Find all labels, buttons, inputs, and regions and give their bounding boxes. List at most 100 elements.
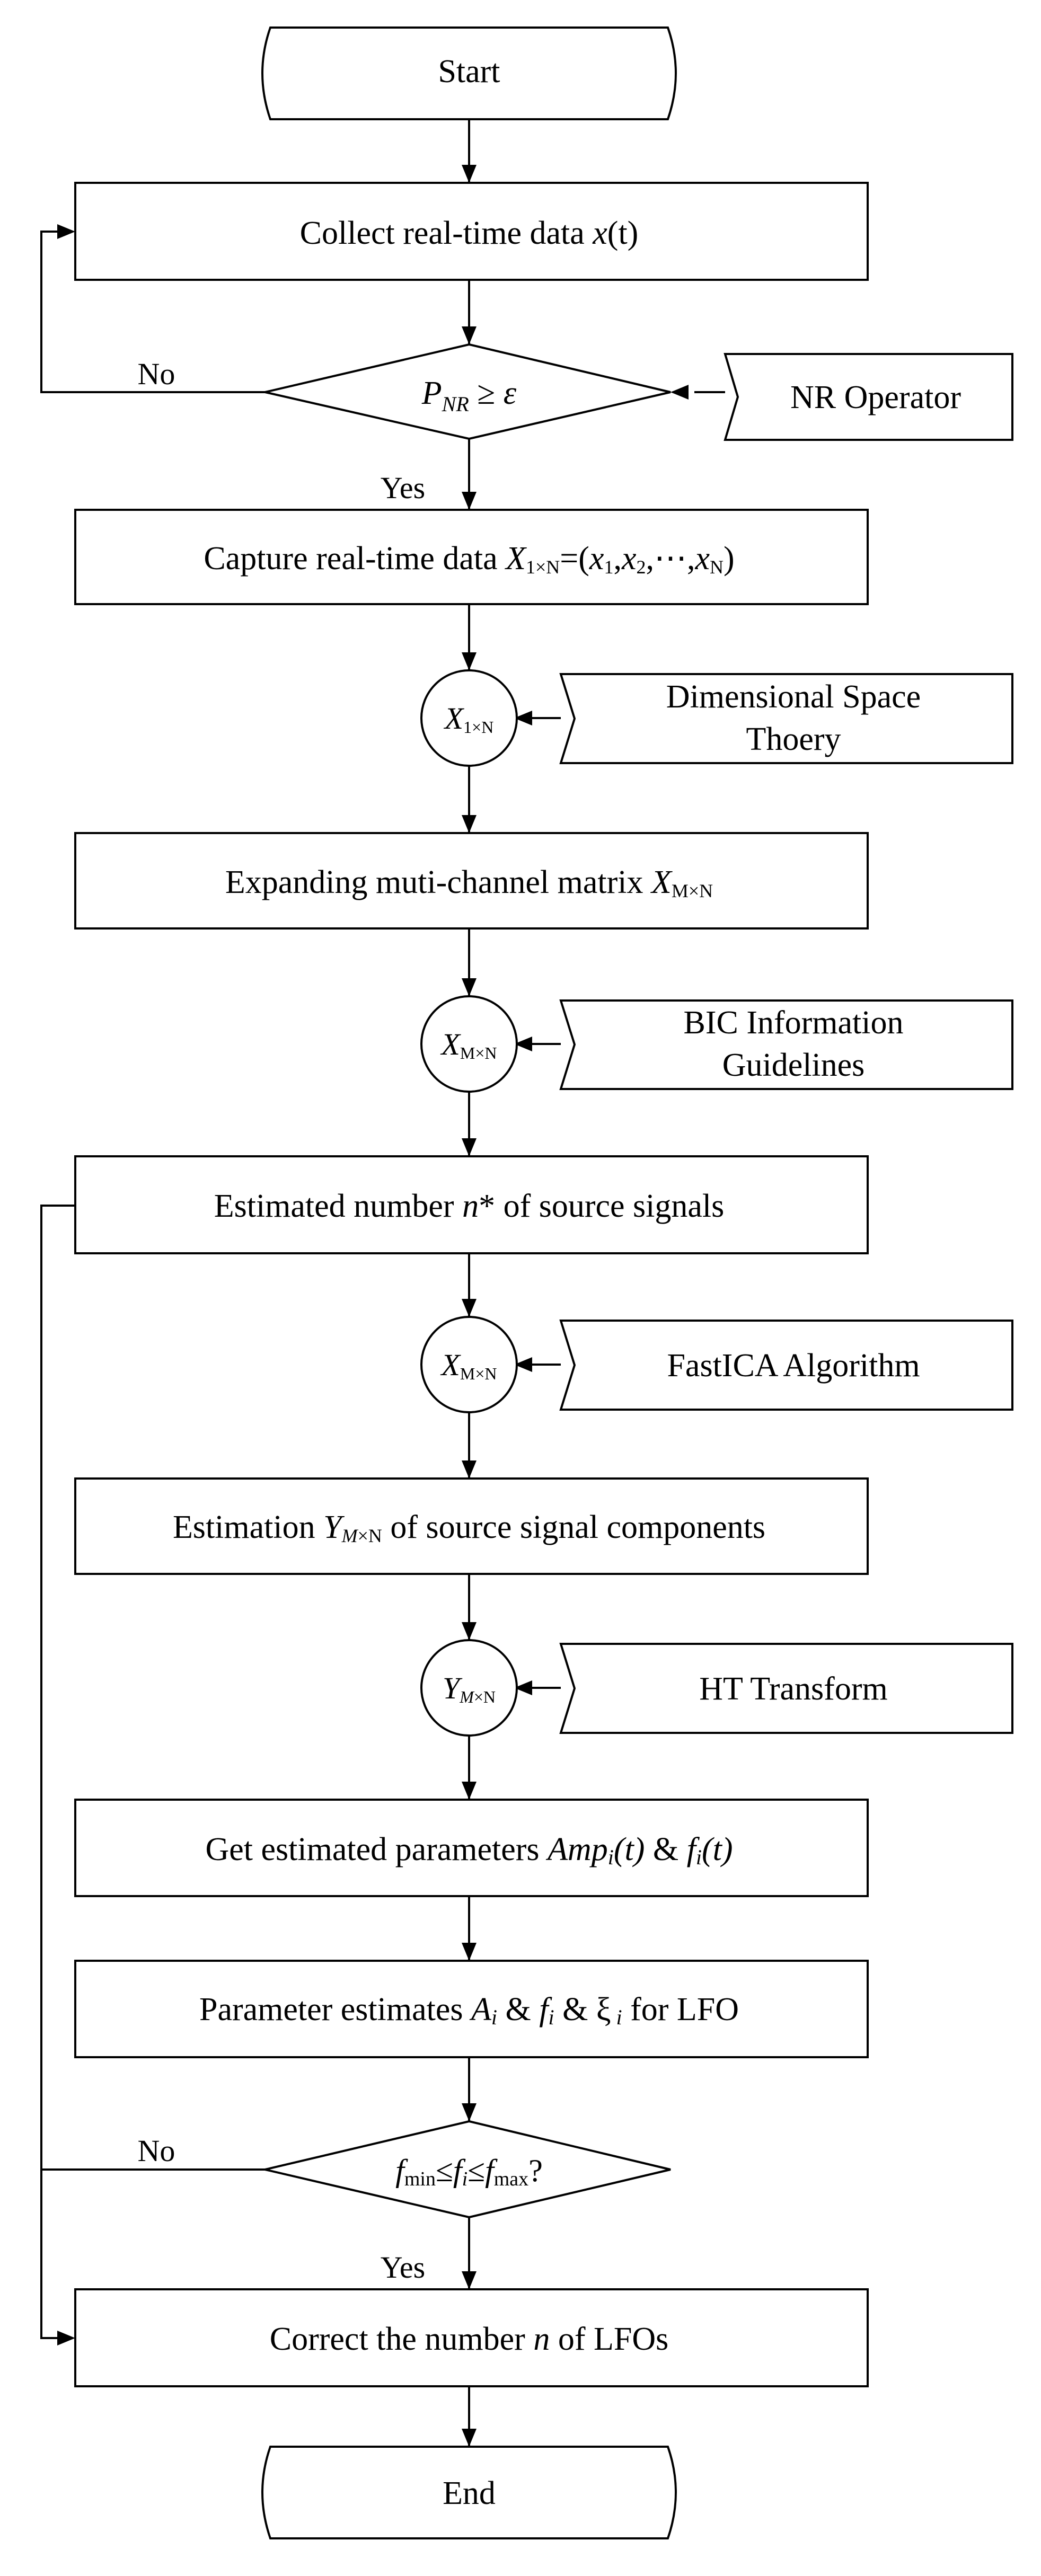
decision2-q: ?	[528, 2153, 543, 2188]
param-est-xi-sub: i	[611, 2005, 622, 2029]
capture-step: Capture real-time data X1×N=(x1,x2,⋯,xN)	[74, 509, 869, 605]
capture-x2: x	[621, 541, 637, 577]
loop-estimated-side	[40, 1205, 75, 2170]
param-est-xi: ξ	[596, 1991, 611, 2028]
get-params-sep: &	[645, 1831, 686, 1867]
end-terminal: End	[261, 2446, 677, 2539]
capture-subN: N	[710, 556, 724, 578]
fastica-label: FastICA Algorithm	[667, 1348, 920, 1384]
expand-step: Expanding muti-channel matrix XM×N	[74, 832, 869, 930]
estimation-post: of source signal components	[382, 1509, 765, 1545]
arrowhead	[462, 165, 477, 183]
loop-no-decision1	[40, 231, 265, 393]
arrowhead	[462, 1943, 477, 1961]
node4: YM×N	[420, 1639, 518, 1737]
dim-space-block: Dimensional Space Thoery	[559, 673, 1013, 764]
node2-label: XM×N	[440, 1027, 497, 1063]
decision2-shape	[264, 2120, 671, 2219]
estimated-step: Estimated number n* of source signals	[74, 1155, 869, 1254]
arrowhead	[462, 2429, 477, 2447]
capture-xN: x	[694, 541, 710, 577]
collect-step: Collect real-time data x(t)	[74, 182, 869, 281]
no-label-1: No	[138, 357, 175, 391]
get-params-f-t: (t)	[702, 1831, 733, 1867]
yes-label-2: Yes	[381, 2250, 425, 2285]
param-est-label: Parameter estimates Ai & fi & ξ i for LF…	[199, 1991, 739, 2029]
decision1: PNR ≥ ε No Yes	[138, 343, 671, 505]
get-params-f-sub: i	[696, 1845, 702, 1869]
decision2-le2: ≤	[467, 2153, 485, 2188]
bic-line2: Guidelines	[722, 1047, 865, 1083]
decision1-sub: NR	[442, 392, 469, 416]
get-params-label: Get estimated parameters Ampi(t) & fi(t)	[206, 1831, 733, 1869]
fastica-block: FastICA Algorithm	[559, 1320, 1013, 1411]
capture-Xsub: 1×N	[526, 556, 560, 578]
arrowhead	[462, 1782, 477, 1800]
collect-label: Collect real-time data x(t)	[300, 215, 639, 251]
dim-space-shape	[559, 673, 1013, 764]
get-params-amp: Amp	[545, 1831, 608, 1867]
decision2-max: max	[494, 2168, 528, 2190]
capture-close: )	[724, 541, 735, 577]
capture-label: Capture real-time data X1×N=(x1,x2,⋯,xN)	[204, 541, 734, 578]
bic-block: BIC Information Guidelines	[559, 999, 1013, 1090]
estimation-box	[74, 1477, 869, 1575]
capture-eq: =(	[560, 541, 589, 577]
connectors	[40, 119, 725, 2447]
bic-shape	[559, 999, 1013, 1090]
node4-label: YM×N	[443, 1671, 496, 1706]
end-shape	[261, 2446, 677, 2539]
expand-label: Expanding muti-channel matrix XM×N	[225, 864, 713, 901]
node1-sub: 1×N	[463, 718, 493, 737]
node2: XM×N	[420, 995, 518, 1093]
arrowhead	[462, 1622, 477, 1640]
node1: X1×N	[420, 669, 518, 767]
start-terminal: Start	[261, 26, 677, 120]
get-params-box	[74, 1799, 869, 1897]
node3-var: X	[440, 1348, 461, 1382]
arrowhead	[462, 492, 477, 510]
end-label: End	[443, 2475, 496, 2511]
estimation-sub1: M	[341, 1525, 359, 1546]
decision2-label: fmin≤fi≤fmax?	[395, 2153, 543, 2190]
arrowhead	[462, 652, 477, 670]
start-label: Start	[438, 54, 500, 90]
capture-box	[74, 509, 869, 605]
arrowhead	[462, 815, 477, 833]
get-params-amp-sub: i	[608, 1845, 614, 1869]
param-est-sep2: &	[554, 1991, 596, 2028]
arrowheads	[57, 165, 689, 2447]
arrowhead	[57, 2331, 75, 2345]
yes-label-1: Yes	[381, 471, 425, 505]
capture-sub1: 1	[604, 556, 613, 578]
nr-operator-block: NR Operator	[724, 353, 1013, 441]
arrowhead	[462, 2103, 477, 2121]
arrowhead	[57, 224, 75, 239]
decision1-eps: ε	[504, 375, 517, 411]
correct-var: n	[533, 2321, 550, 2357]
dim-space-line2: Thoery	[746, 721, 841, 757]
node4-sub1: M	[459, 1687, 475, 1706]
get-params-step: Get estimated parameters Ampi(t) & fi(t)	[74, 1799, 869, 1897]
estimation-label: Estimation YM×N of source signal compone…	[173, 1509, 765, 1546]
decision2-min: min	[404, 2168, 436, 2190]
param-est-A-sub: i	[491, 2005, 497, 2029]
node3-circle	[420, 1316, 518, 1413]
correct-box	[74, 2288, 869, 2387]
nr-operator-label: NR Operator	[790, 379, 961, 415]
collect-post: (t)	[607, 215, 639, 251]
collect-var: x	[592, 215, 607, 251]
arrowhead	[462, 1460, 477, 1479]
node2-circle	[420, 995, 518, 1093]
param-est-sep1: &	[497, 1991, 539, 2028]
arrowhead	[462, 1299, 477, 1317]
capture-sub2: 2	[636, 556, 646, 578]
bic-line1: BIC Information	[684, 1005, 904, 1041]
estimated-text: Estimated number	[214, 1188, 462, 1224]
ht-label: HT Transform	[699, 1671, 887, 1707]
capture-mid: ,⋯,	[646, 541, 695, 577]
node1-var: X	[444, 701, 465, 736]
capture-text: Capture real-time data	[204, 541, 506, 577]
decision1-label: PNR ≥ ε	[421, 375, 517, 416]
